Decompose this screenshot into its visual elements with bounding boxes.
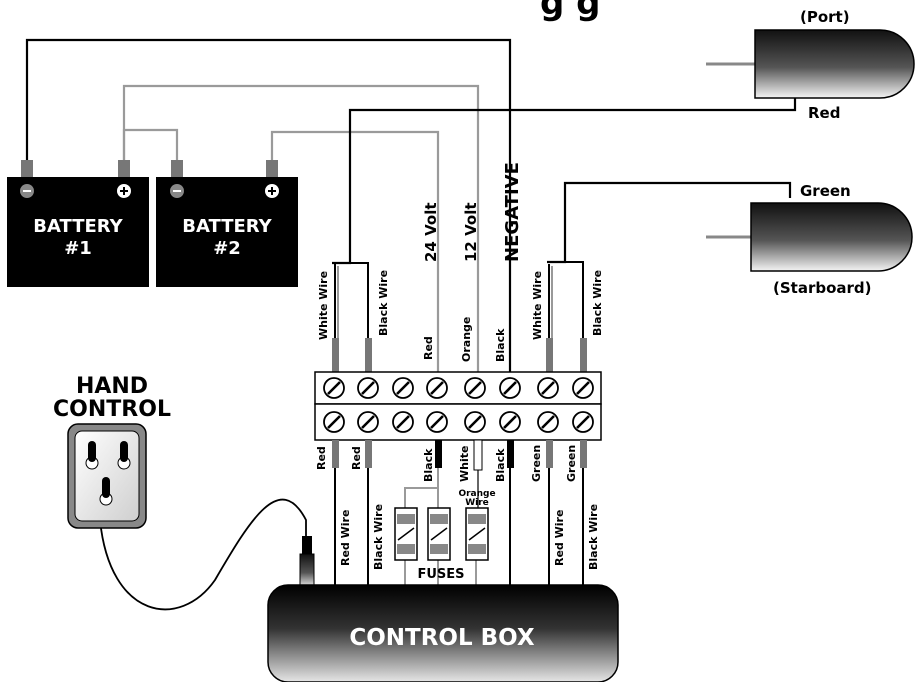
terminal-screw-icon xyxy=(572,411,594,433)
battery-2: BATTERY #2 xyxy=(156,160,298,287)
battery-1: BATTERY #1 xyxy=(7,160,149,287)
battery-2-label: BATTERY xyxy=(182,216,272,237)
orange-wire-note-line2: Wire xyxy=(465,498,489,508)
wire-starboard-black xyxy=(565,261,584,374)
control-box-label: CONTROL BOX xyxy=(349,625,535,651)
terminal-block xyxy=(314,371,602,441)
top-wire-labels: White Wire Black Wire Red Orange Black W… xyxy=(317,270,604,362)
bottom-label-black-1: Black xyxy=(422,448,435,482)
terminal-screw-icon xyxy=(464,377,486,399)
port-red-label: Red xyxy=(808,104,840,122)
top-label-black: Black xyxy=(494,328,507,362)
terminal-screw-icon xyxy=(537,377,559,399)
fuse-2 xyxy=(427,507,451,561)
bottom-label-green-2: Green xyxy=(565,445,578,482)
top-label-white-wire-port: White Wire xyxy=(317,271,330,340)
starboard-label: (Starboard) xyxy=(773,279,872,297)
top-label-black-wire-port: Black Wire xyxy=(377,270,390,336)
port-motor: (Port) Red xyxy=(706,8,915,122)
terminal-screw-icon xyxy=(426,377,448,399)
battery-1-pos-post xyxy=(118,160,130,177)
starboard-green-label: Green xyxy=(800,182,851,200)
wire-12-volt xyxy=(122,84,480,374)
wire-battery-jumper xyxy=(122,128,179,160)
top-label-orange: Orange xyxy=(460,317,473,362)
terminal-screw-icon xyxy=(357,411,379,433)
lower-wire-labels: Red Wire Black Wire Red Wire Black Wire xyxy=(339,504,600,570)
terminal-screw-icon xyxy=(357,377,379,399)
terminal-screw-icon xyxy=(426,411,448,433)
battery-1-number: #1 xyxy=(64,238,92,259)
top-label-black-wire-stbd: Black Wire xyxy=(591,270,604,336)
bottom-label-red-1: Red xyxy=(315,446,328,470)
terminal-screw-icon xyxy=(537,411,559,433)
terminal-screw-icon xyxy=(572,377,594,399)
terminal-screw-icon xyxy=(392,377,414,399)
terminal-screw-icon xyxy=(499,377,521,399)
terminal-screw-icon xyxy=(392,411,414,433)
terminal-screw-icon xyxy=(323,411,345,433)
starboard-motor-body xyxy=(750,202,913,272)
port-motor-body xyxy=(754,29,915,99)
bottom-label-green-1: Green xyxy=(530,445,543,482)
battery-2-pos-post xyxy=(266,160,278,177)
top-sleeves xyxy=(332,338,587,374)
bottom-wire-labels: Red Red Black White Black Green Green xyxy=(315,445,578,482)
hand-control-connector xyxy=(299,536,315,589)
hand-control-label-line1: HAND xyxy=(76,374,148,399)
fuses: FUSES xyxy=(394,507,489,582)
hand-control-label-line2: CONTROL xyxy=(53,397,171,422)
top-label-red: Red xyxy=(422,336,435,360)
wire-battery1-negative xyxy=(25,38,512,374)
wire-lower-black-fuse xyxy=(404,465,439,508)
wire-starboard-green xyxy=(547,181,792,264)
wire-24-volt xyxy=(270,130,440,374)
hand-control-switch-left xyxy=(85,441,99,470)
control-box-body xyxy=(267,584,619,682)
bottom-label-black-2: Black xyxy=(494,448,507,482)
wire-hand-control-cable xyxy=(99,498,307,611)
terminal-screw-icon xyxy=(323,377,345,399)
orange-wire-note-line1: Orange xyxy=(458,489,495,499)
port-label: (Port) xyxy=(800,8,850,26)
fuse-3 xyxy=(465,507,489,561)
hand-control-switch-bottom xyxy=(99,477,113,506)
lower-label-red-wire-2: Red Wire xyxy=(553,510,566,566)
hand-control-face xyxy=(74,430,140,522)
fuse-1 xyxy=(394,507,418,561)
label-12-volt: 12 Volt xyxy=(462,202,480,262)
lower-label-black-wire-1: Black Wire xyxy=(372,504,385,570)
label-24-volt: 24 Volt xyxy=(422,202,440,262)
battery-1-label: BATTERY xyxy=(33,216,123,237)
bottom-label-red-2: Red xyxy=(350,446,363,470)
terminal-screw-icon xyxy=(499,411,521,433)
wire-port-red xyxy=(332,95,797,265)
top-label-white-wire-stbd: White Wire xyxy=(531,271,544,340)
lower-label-red-wire-1: Red Wire xyxy=(339,510,352,566)
battery-2-neg-post xyxy=(171,160,183,177)
fuses-label: FUSES xyxy=(417,567,464,582)
starboard-motor: Green (Starboard) xyxy=(706,182,913,297)
label-negative: NEGATIVE xyxy=(502,162,523,262)
wires xyxy=(25,38,797,611)
bottom-sleeves xyxy=(332,439,587,471)
battery-2-number: #2 xyxy=(213,238,241,259)
wire-port-black xyxy=(350,262,369,374)
terminal-screw-icon xyxy=(464,411,486,433)
bottom-label-white: White xyxy=(458,446,471,482)
hand-control-switch-right xyxy=(117,441,131,470)
control-box: CONTROL BOX xyxy=(267,584,619,682)
title-fragment: g g xyxy=(540,0,601,23)
battery-1-neg-post xyxy=(21,160,33,177)
hand-control: HAND CONTROL xyxy=(53,374,171,529)
lower-label-black-wire-2: Black Wire xyxy=(587,504,600,570)
